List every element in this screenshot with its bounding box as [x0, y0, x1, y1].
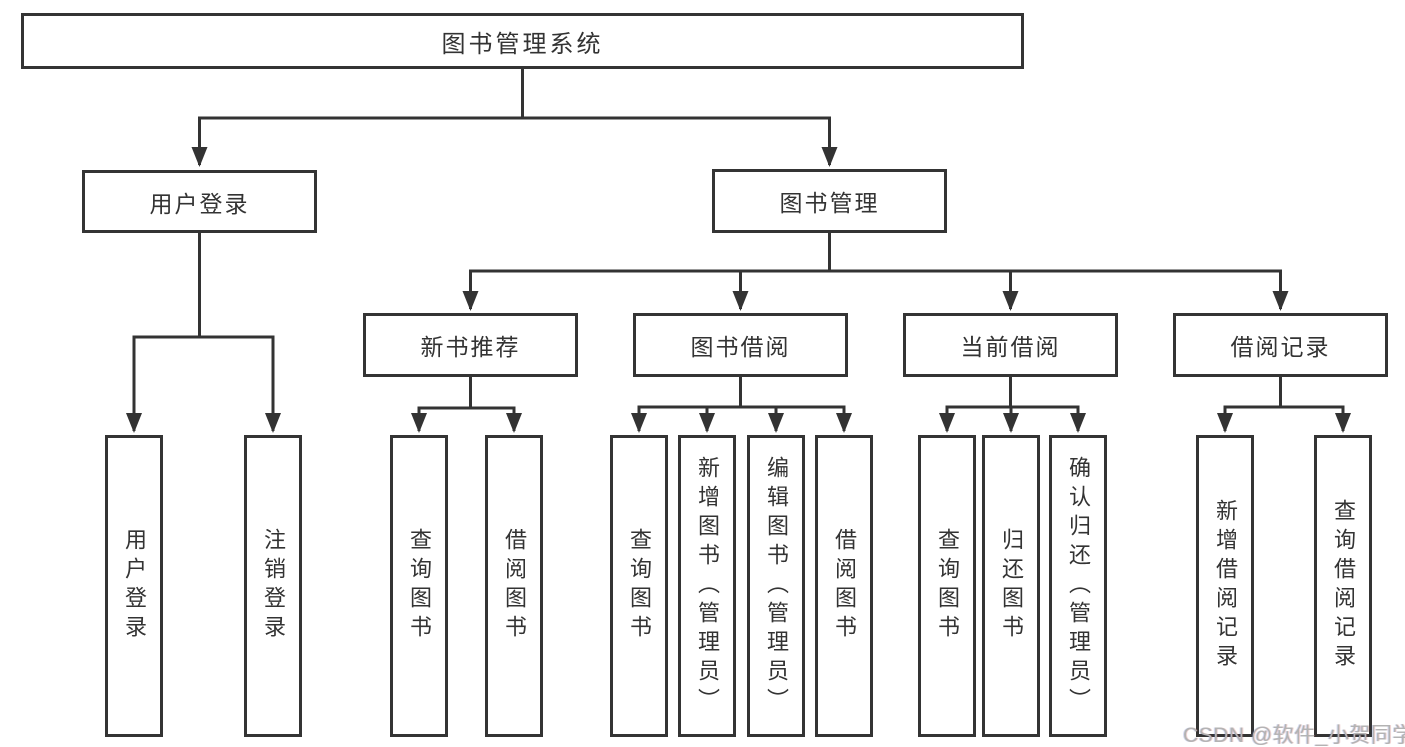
node-records: 借阅记录: [1173, 313, 1388, 377]
node-root-label: 图书管理系统: [441, 30, 604, 58]
node-book-mgmt-label: 图书管理: [779, 190, 880, 216]
node-borrowing: 图书借阅: [633, 313, 848, 377]
branch-root: [198, 69, 831, 120]
branch-new-books: [417, 377, 516, 410]
leaf-new-books-borrow: 借阅图书: [485, 435, 543, 737]
branch-current: [945, 377, 1080, 409]
branch-records: [1223, 377, 1345, 409]
leaf-current-query: 查询图书: [918, 435, 976, 737]
node-user-login-label: 用户登录: [149, 190, 250, 217]
node-book-mgmt: 图书管理: [712, 169, 947, 233]
leaf-current-confirm-admin: 确认归还（管理员）: [1049, 435, 1107, 737]
leaf-label: 查询图书: [407, 528, 432, 644]
node-user-login: 用户登录: [82, 170, 317, 233]
leaf-borrowing-add-admin: 新增图书（管理员）: [678, 435, 736, 737]
node-new-books: 新书推荐: [363, 313, 578, 377]
leaf-label: 归还图书: [999, 528, 1024, 644]
leaf-label: 新增借阅记录: [1213, 499, 1238, 673]
leaf-label: 新增图书（管理员）: [695, 455, 720, 717]
node-new-books-label: 新书推荐: [420, 334, 521, 360]
leaf-label: 查询借阅记录: [1331, 499, 1356, 673]
node-current-label: 当前借阅: [960, 334, 1061, 360]
leaf-borrowing-edit-admin: 编辑图书（管理员）: [747, 435, 805, 737]
leaf-borrowing-borrow: 借阅图书: [815, 435, 873, 737]
leaf-label: 借阅图书: [832, 528, 857, 644]
node-borrowing-label: 图书借阅: [690, 334, 791, 360]
leaf-label: 注销登录: [261, 528, 286, 644]
branch-login: [132, 233, 275, 339]
leaf-new-books-query: 查询图书: [390, 435, 448, 737]
leaf-login-logout: 注销登录: [244, 435, 302, 737]
leaf-label: 借阅图书: [502, 528, 527, 644]
leaf-label: 查询图书: [627, 528, 652, 644]
leaf-records-add: 新增借阅记录: [1196, 435, 1254, 737]
node-root: 图书管理系统: [21, 13, 1024, 69]
branch-borrowing: [637, 377, 846, 409]
leaf-records-query: 查询借阅记录: [1314, 435, 1372, 737]
leaf-label: 编辑图书（管理员）: [764, 455, 789, 717]
branch-book-mgmt: [469, 233, 1282, 273]
leaf-borrowing-query: 查询图书: [610, 435, 668, 737]
leaf-label: 查询图书: [935, 528, 960, 644]
leaf-current-return: 归还图书: [982, 435, 1040, 737]
leaf-label: 确认归还（管理员）: [1066, 455, 1091, 717]
node-current: 当前借阅: [903, 313, 1118, 377]
leaf-label: 用户登录: [122, 528, 147, 644]
node-records-label: 借阅记录: [1230, 334, 1331, 360]
csdn-watermark: CSDN @软件_小贺同学: [1183, 724, 1405, 747]
leaf-login-user-login: 用户登录: [105, 435, 163, 737]
